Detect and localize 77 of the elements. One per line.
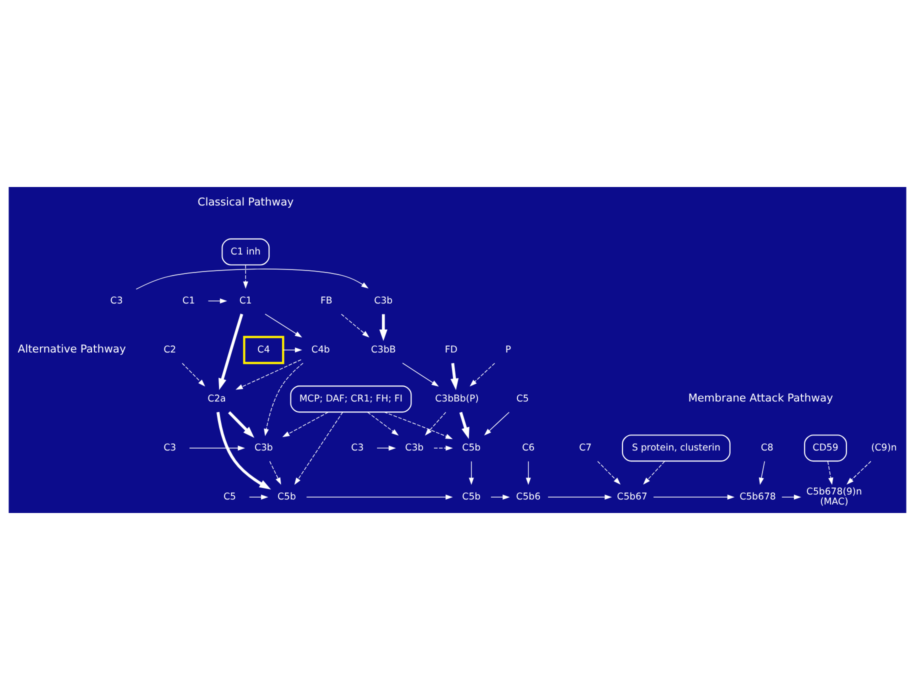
arrow: [376, 445, 396, 450]
arrow: [182, 362, 206, 386]
node-text: C8: [760, 442, 774, 454]
arrow: [384, 411, 453, 439]
label: Classical Pathway: [198, 194, 294, 208]
node-text: C5b6: [516, 491, 541, 502]
arrow: [827, 460, 834, 484]
arrow: [208, 298, 228, 303]
arrow: [597, 460, 621, 484]
label: Alternative Pathway: [18, 342, 126, 356]
arrow: [450, 362, 459, 390]
arrow: [470, 362, 496, 386]
arrow: [434, 445, 453, 450]
node-box: S protein, clusterin: [622, 434, 730, 462]
arrow: [782, 494, 802, 500]
arrow: [264, 362, 304, 436]
arrow: [228, 410, 254, 438]
node-text: C3: [164, 442, 176, 454]
arrow: [367, 411, 399, 436]
node-box: C4: [243, 335, 284, 364]
node-text: C1: [239, 294, 252, 306]
arrow: [136, 268, 369, 290]
arrow: [758, 460, 765, 484]
node-box: C1 inh: [222, 238, 270, 265]
node-text: C5b678: [740, 491, 776, 502]
node-text: P: [505, 344, 511, 355]
label: Membrane Attack Pathway: [688, 391, 833, 404]
arrow: [459, 411, 470, 438]
node-text: C3bBb(P): [435, 392, 479, 404]
node-text: C3b: [374, 294, 393, 306]
node-text: C3: [110, 294, 123, 306]
arrow: [243, 264, 248, 288]
arrow: [249, 494, 268, 500]
node-text: C1: [182, 294, 195, 306]
arrow: [846, 460, 872, 484]
node-text: C5b: [462, 442, 481, 454]
node-text: C6: [522, 442, 535, 454]
arrow: [379, 314, 388, 341]
arrow: [341, 313, 370, 338]
arrow: [236, 358, 302, 390]
arrow: [306, 494, 453, 500]
node-text: FB: [320, 294, 332, 306]
node-text: C4b: [311, 344, 330, 355]
node-text: C3b: [405, 442, 424, 454]
arrow: [216, 411, 271, 490]
node-text: C5b: [462, 491, 481, 502]
node-box: MCP; DAF; CR1; FH; FI: [290, 385, 412, 412]
arrow: [282, 346, 302, 352]
arrow: [424, 411, 446, 436]
arrow: [468, 460, 474, 484]
arrow: [484, 411, 510, 436]
arrow: [264, 313, 302, 338]
node-text: C3: [351, 442, 364, 454]
node-text: C5b678(9)n (MAC): [806, 486, 862, 508]
node-text: FD: [444, 344, 458, 355]
node-text: (C9)n: [871, 442, 897, 454]
arrow: [294, 411, 344, 484]
node-text: C3bB: [370, 344, 396, 355]
arrow: [526, 460, 531, 484]
arrow: [402, 362, 439, 386]
node-text: C2a: [208, 392, 226, 404]
arrow: [548, 494, 612, 500]
arrow: [653, 494, 735, 500]
arrow: [269, 460, 282, 484]
node-text: C2: [164, 344, 176, 355]
arrow: [189, 445, 246, 450]
node-text: C5b: [278, 491, 296, 502]
node-text: C5b67: [617, 491, 648, 502]
node-text: C3b: [254, 442, 273, 454]
arrow: [282, 411, 329, 437]
arrow: [490, 494, 510, 500]
node-text: C7: [579, 442, 592, 454]
node-text: C5: [224, 491, 236, 502]
arrow: [643, 460, 666, 484]
node-text: C5: [516, 392, 529, 404]
arrow: [218, 313, 244, 390]
node-box: CD59: [804, 434, 847, 462]
